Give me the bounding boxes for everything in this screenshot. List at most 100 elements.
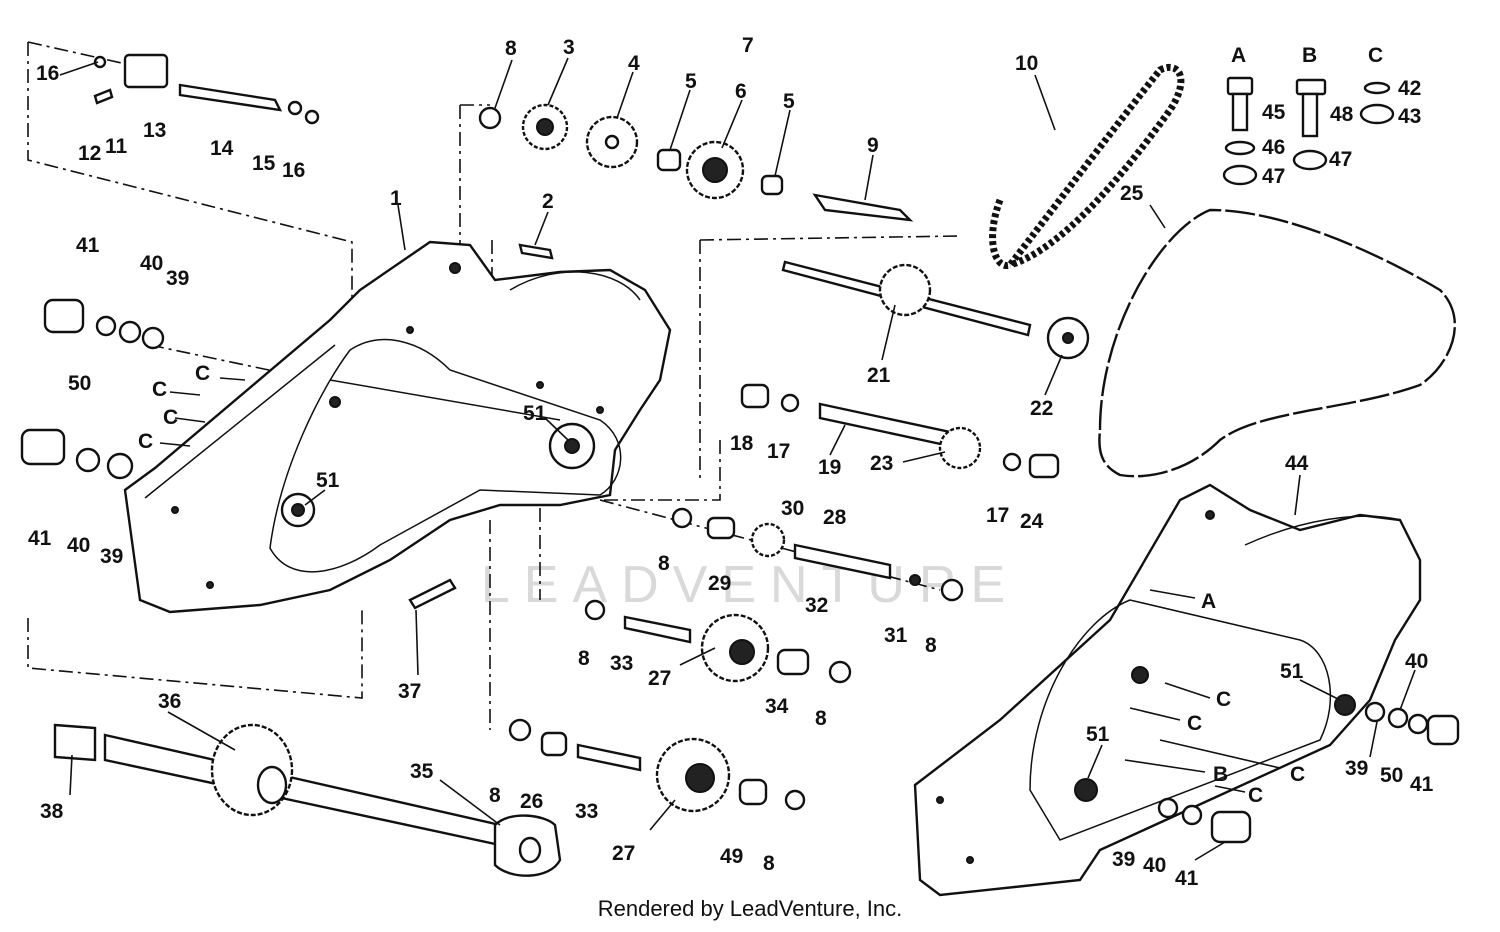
callout-8: 8 [925,634,937,657]
callout-40: 40 [67,534,90,557]
callout-33: 33 [575,800,598,823]
bottom-axle [53,578,562,877]
ref-letter-c: C [1187,712,1202,735]
callout-40: 40 [1143,854,1166,877]
ref-letter-c: C [1216,688,1231,711]
upper-shaft-parts [478,103,1090,360]
hardware-legend [1222,76,1395,186]
callout-49: 49 [720,845,743,868]
callout-28: 28 [823,506,847,529]
watermark-text: LEADVENTURE [481,556,1019,614]
callout-16: 16 [36,62,59,85]
ref-letter-c: C [1248,784,1263,807]
hardware-label-b: B [1302,44,1317,67]
ref-letter-c: C [195,362,210,385]
side-cover [913,483,1422,897]
callout-19: 19 [818,456,841,479]
callout-50: 50 [68,372,91,395]
leader-lines [59,57,1416,861]
callout-15: 15 [252,152,276,175]
callout-39: 39 [1112,848,1135,871]
callout-29: 29 [708,572,731,595]
callout-41: 41 [76,234,100,257]
callout-27: 27 [648,667,671,690]
callout-40: 40 [1405,650,1428,673]
callout-51: 51 [316,469,340,492]
right-bearings [1157,701,1460,844]
callout-37: 37 [398,680,421,703]
callout-35: 35 [410,760,434,783]
callout-8: 8 [489,784,501,807]
callout-44: 44 [1285,452,1309,475]
callout-21: 21 [867,364,891,387]
reference-arrows [159,377,1281,793]
callout-13: 13 [143,119,166,142]
callout-25: 25 [1120,182,1144,205]
callout-46: 46 [1262,136,1285,159]
callout-50: 50 [1380,764,1403,787]
callout-38: 38 [40,800,64,823]
callout-41: 41 [1410,773,1434,796]
callout-8: 8 [815,707,827,730]
callout-51: 51 [523,402,547,425]
ref-letter-c: C [1290,763,1305,786]
gasket [1098,208,1457,478]
callout-39: 39 [1345,757,1368,780]
callout-17: 17 [767,440,790,463]
lower-gear-shafts [508,599,852,813]
callout-5: 5 [685,70,697,93]
callout-labels: 1 2 3 4 5 5 6 7 8 8 8 8 8 8 8 8 9 10 11 … [28,34,1434,890]
render-credit: Rendered by LeadVenture, Inc. [597,896,903,921]
ref-letter-c: C [163,406,178,429]
callout-17: 17 [986,504,1009,527]
hardware-label-c: C [1368,44,1383,67]
ref-letter-c: C [138,430,153,453]
callout-47: 47 [1262,165,1285,188]
callout-16: 16 [282,159,305,182]
callout-4: 4 [628,52,640,75]
callout-8: 8 [505,37,517,60]
callout-18: 18 [730,432,754,455]
callout-7: 7 [742,34,754,57]
middle-shaft-parts [671,383,1060,602]
callout-34: 34 [765,695,789,718]
callout-47: 47 [1329,148,1352,171]
reference-letters: A B C C C C C A C C C B C [138,44,1383,807]
ref-letter-c: C [152,378,167,401]
callout-27: 27 [612,842,635,865]
callout-22: 22 [1030,397,1053,420]
callout-33: 33 [610,652,633,675]
drive-chain [989,64,1185,269]
callout-40: 40 [140,252,163,275]
callout-39: 39 [100,545,123,568]
callout-2: 2 [542,190,554,213]
left-bearings [20,53,320,480]
hardware-label-a: A [1231,44,1246,67]
callout-51: 51 [1280,660,1304,683]
callout-41: 41 [28,527,52,550]
callout-8: 8 [763,852,775,875]
callout-8: 8 [658,552,670,575]
callout-8: 8 [578,647,590,670]
callout-11: 11 [105,135,128,158]
callout-3: 3 [563,36,575,59]
main-housing [123,240,672,614]
callout-12: 12 [78,142,101,165]
callout-32: 32 [805,594,828,617]
callout-48: 48 [1330,103,1354,126]
callout-5: 5 [783,90,795,113]
callout-10: 10 [1015,52,1038,75]
callout-9: 9 [867,134,879,157]
callout-26: 26 [520,790,543,813]
callout-31: 31 [884,624,908,647]
callout-23: 23 [870,452,893,475]
callout-1: 1 [390,187,402,210]
callout-51: 51 [1086,723,1110,746]
ref-letter-a: A [1201,590,1216,613]
callout-24: 24 [1020,510,1044,533]
callout-43: 43 [1398,105,1421,128]
callout-42: 42 [1398,77,1421,100]
callout-14: 14 [210,137,234,160]
